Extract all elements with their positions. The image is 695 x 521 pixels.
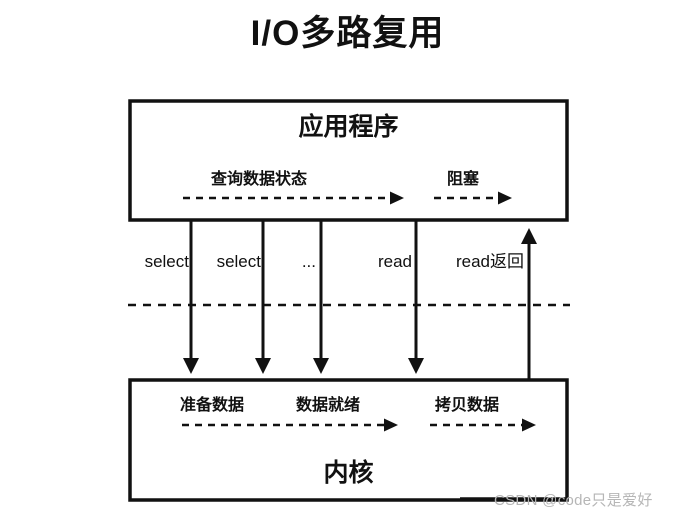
kernel-box-rect <box>128 378 569 502</box>
channel-arrow-select-2 <box>255 221 271 374</box>
channel-label-ellipsis: ... <box>301 252 316 271</box>
channel-label-select-2: select <box>216 252 261 271</box>
channel-arrow-ellipsis <box>313 221 329 374</box>
channel-arrow-read-return <box>521 228 537 379</box>
app-flow-arrow-block <box>434 191 512 205</box>
app-flow-arrow-query <box>183 191 404 205</box>
flow-label-block: 阻塞 <box>447 171 480 188</box>
flow-label-prepare-data: 准备数据 <box>180 397 245 414</box>
flow-label-data-ready: 数据就绪 <box>296 397 361 414</box>
app-box-rect <box>128 99 569 222</box>
page-title: I/O多路复用 <box>250 14 445 53</box>
watermark: CSDN @code只是爱好 <box>494 492 653 509</box>
channel-arrow-read <box>408 221 424 374</box>
kernel-box-title: 内核 <box>323 459 374 487</box>
flow-label-copy-data: 拷贝数据 <box>435 397 500 414</box>
channel-label-read-return: read返回 <box>455 252 524 271</box>
flow-label-query-data-status: 查询数据状态 <box>211 171 308 188</box>
channel-label-select-1: select <box>144 252 189 271</box>
kernel-flow-arrow-prepare-ready <box>182 418 398 432</box>
app-box-title: 应用程序 <box>298 113 399 141</box>
kernel-flow-arrow-copy <box>430 418 536 432</box>
channel-label-read: read <box>377 252 412 271</box>
channel-arrow-select-1 <box>183 221 199 374</box>
